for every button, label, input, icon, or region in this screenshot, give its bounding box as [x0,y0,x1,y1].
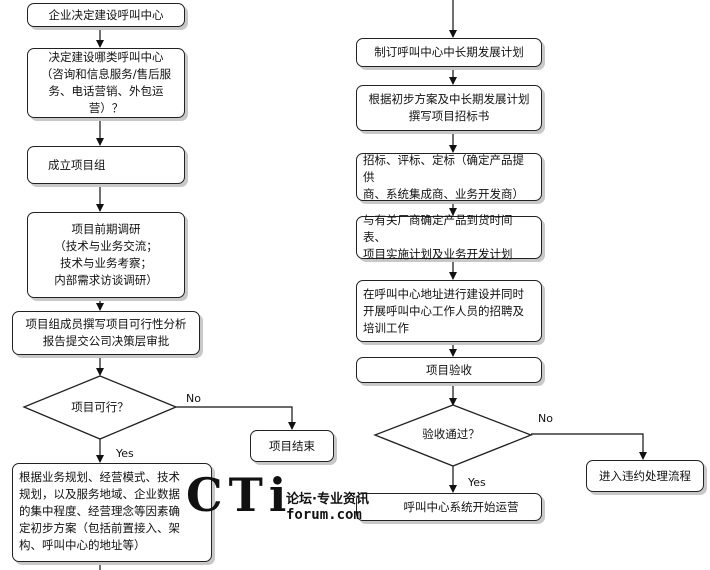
node-project-end: 项目结束 [250,430,334,462]
decision-acceptance-label: 验收通过？ [422,427,480,441]
node-delivery-schedule: 与有关厂商确定产品到货时间表、 项目实施计划及业务开发计划 [356,213,542,261]
decision-feasible-label: 项目可行？ [71,400,129,414]
watermark-tagline: 论坛·专业资讯 [286,492,369,507]
node-long-term-plan: 制订呼叫中心中长期发展计划 [356,38,542,67]
node-initial-plan: 根据业务规划、经营模式、技术 规划，以及服务地域、企业数据 的集中程度、经营理念… [12,463,212,562]
node-form-team: 成立项目组 [27,146,185,184]
edge-d2-r8 [531,433,647,460]
decision-feasible-diamond [22,375,178,440]
decision-feasible-no-label: No [186,392,201,405]
node-decide-build: 企业决定建设呼叫中心 [27,3,185,27]
node-feasibility-report: 项目组成员撰写项目可行性分析 报告提交公司决策层审批 [12,311,200,355]
node-start-operation: 呼叫中心系统开始运营 [356,493,542,521]
node-breach-process: 进入违约处理流程 [586,460,704,492]
watermark-domain: forum.com [286,507,362,523]
decision-acceptance-yes-label: Yes [468,476,486,489]
watermark-logo: CTi [186,468,293,522]
decision-feasible-yes-label: Yes [116,447,134,460]
node-bidding: 招标、评标、定标（确定产品提供 商、系统集成商、业务开发商） [356,153,542,201]
decision-acceptance-no-label: No [538,412,553,425]
node-preliminary-research: 项目前期调研 （技术与业务交流； 技术与业务考察； 内部需求访谈调研） [27,212,185,298]
node-decide-type: 决定建设哪类呼叫中心 （咨询和信息服务/售后服 务、电话营销、外包运营）？ [27,48,185,118]
decision-acceptance-diamond [373,404,533,467]
node-acceptance: 项目验收 [356,357,542,383]
node-tender-document: 根据初步方案及中长期发展计划 撰写项目招标书 [356,85,542,131]
node-construction-training: 在呼叫中心地址进行建设并同时 开展呼叫中心工作人员的招聘及 培训工作 [356,280,542,342]
edge-d1-end1 [176,406,296,430]
